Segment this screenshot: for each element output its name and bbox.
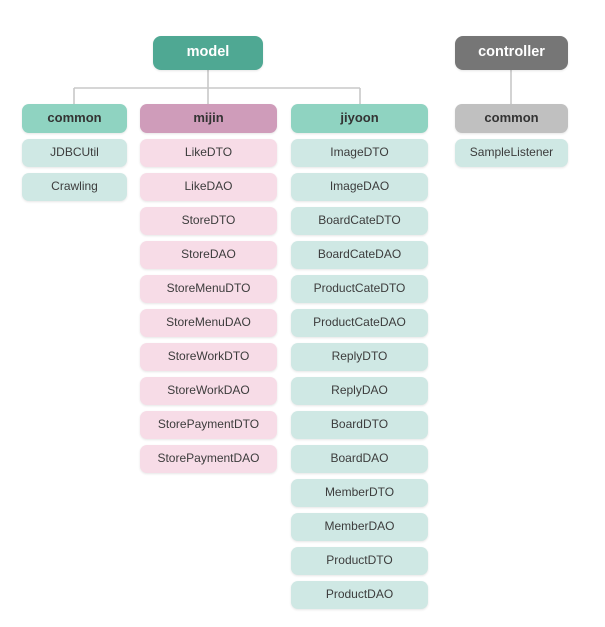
class-node-model-mijin-5[interactable]: StoreMenuDAO (140, 309, 277, 337)
class-node-controller-common-0[interactable]: SampleListener (455, 139, 568, 167)
package-header-controller-common-label: common (484, 110, 539, 126)
class-node-model-jiyoon-13-label: ProductDAO (325, 587, 394, 602)
class-node-model-jiyoon-8-label: BoardDTO (330, 417, 389, 432)
class-node-model-jiyoon-10-label: MemberDTO (324, 485, 395, 500)
class-node-model-mijin-2-label: StoreDTO (181, 213, 236, 228)
root-node-controller[interactable]: controller (455, 36, 568, 70)
class-node-model-jiyoon-11-label: MemberDAO (324, 519, 395, 534)
class-node-model-mijin-7-label: StoreWorkDAO (167, 383, 250, 398)
class-node-model-mijin-1[interactable]: LikeDAO (140, 173, 277, 201)
class-node-model-common-0-label: JDBCUtil (50, 145, 99, 160)
class-node-model-jiyoon-10[interactable]: MemberDTO (291, 479, 428, 507)
root-node-model[interactable]: model (153, 36, 263, 70)
root-node-controller-label: controller (478, 44, 545, 61)
class-node-model-common-0[interactable]: JDBCUtil (22, 139, 127, 167)
class-node-model-jiyoon-3[interactable]: BoardCateDAO (291, 241, 428, 269)
package-header-model-jiyoon-label: jiyoon (340, 110, 379, 126)
class-node-model-jiyoon-1[interactable]: ImageDAO (291, 173, 428, 201)
class-node-model-jiyoon-0-label: ImageDTO (330, 145, 389, 160)
class-node-model-mijin-6[interactable]: StoreWorkDTO (140, 343, 277, 371)
class-node-model-jiyoon-3-label: BoardCateDAO (317, 247, 402, 262)
class-node-controller-common-0-label: SampleListener (469, 145, 554, 160)
class-node-model-mijin-0-label: LikeDTO (184, 145, 233, 160)
class-node-model-jiyoon-5[interactable]: ProductCateDAO (291, 309, 428, 337)
root-node-model-label: model (186, 44, 230, 61)
class-node-model-jiyoon-12-label: ProductDTO (326, 553, 393, 568)
class-node-model-mijin-4[interactable]: StoreMenuDTO (140, 275, 277, 303)
class-node-model-mijin-7[interactable]: StoreWorkDAO (140, 377, 277, 405)
class-node-model-jiyoon-7-label: ReplyDAO (331, 383, 388, 398)
class-node-model-jiyoon-12[interactable]: ProductDTO (291, 547, 428, 575)
package-header-model-jiyoon[interactable]: jiyoon (291, 104, 428, 133)
class-node-model-mijin-1-label: LikeDAO (184, 179, 233, 194)
class-node-model-common-1-label: Crawling (51, 179, 98, 194)
class-node-model-jiyoon-5-label: ProductCateDAO (313, 315, 406, 330)
class-node-model-jiyoon-11[interactable]: MemberDAO (291, 513, 428, 541)
class-node-model-jiyoon-0[interactable]: ImageDTO (291, 139, 428, 167)
class-node-model-mijin-4-label: StoreMenuDTO (166, 281, 251, 296)
class-node-model-jiyoon-7[interactable]: ReplyDAO (291, 377, 428, 405)
class-node-model-mijin-9-label: StorePaymentDAO (157, 451, 260, 466)
class-node-model-jiyoon-1-label: ImageDAO (329, 179, 390, 194)
class-node-model-jiyoon-13[interactable]: ProductDAO (291, 581, 428, 609)
class-node-model-jiyoon-4-label: ProductCateDTO (313, 281, 406, 296)
class-node-model-mijin-5-label: StoreMenuDAO (166, 315, 251, 330)
class-node-model-common-1[interactable]: Crawling (22, 173, 127, 201)
class-node-model-mijin-8[interactable]: StorePaymentDTO (140, 411, 277, 439)
class-node-model-jiyoon-2[interactable]: BoardCateDTO (291, 207, 428, 235)
package-header-model-mijin-label: mijin (193, 110, 224, 126)
class-node-model-mijin-6-label: StoreWorkDTO (167, 349, 250, 364)
class-node-model-jiyoon-8[interactable]: BoardDTO (291, 411, 428, 439)
package-header-model-mijin[interactable]: mijin (140, 104, 277, 133)
class-node-model-mijin-9[interactable]: StorePaymentDAO (140, 445, 277, 473)
class-node-model-mijin-8-label: StorePaymentDTO (157, 417, 260, 432)
class-node-model-mijin-3[interactable]: StoreDAO (140, 241, 277, 269)
class-node-model-mijin-2[interactable]: StoreDTO (140, 207, 277, 235)
package-header-controller-common[interactable]: common (455, 104, 568, 133)
class-node-model-jiyoon-2-label: BoardCateDTO (318, 213, 401, 228)
class-node-model-jiyoon-4[interactable]: ProductCateDTO (291, 275, 428, 303)
class-node-model-mijin-3-label: StoreDAO (181, 247, 236, 262)
class-node-model-jiyoon-9[interactable]: BoardDAO (291, 445, 428, 473)
package-header-model-common[interactable]: common (22, 104, 127, 133)
class-node-model-jiyoon-6[interactable]: ReplyDTO (291, 343, 428, 371)
package-header-model-common-label: common (47, 110, 102, 126)
class-node-model-mijin-0[interactable]: LikeDTO (140, 139, 277, 167)
class-node-model-jiyoon-9-label: BoardDAO (330, 451, 389, 466)
class-node-model-jiyoon-6-label: ReplyDTO (331, 349, 388, 364)
